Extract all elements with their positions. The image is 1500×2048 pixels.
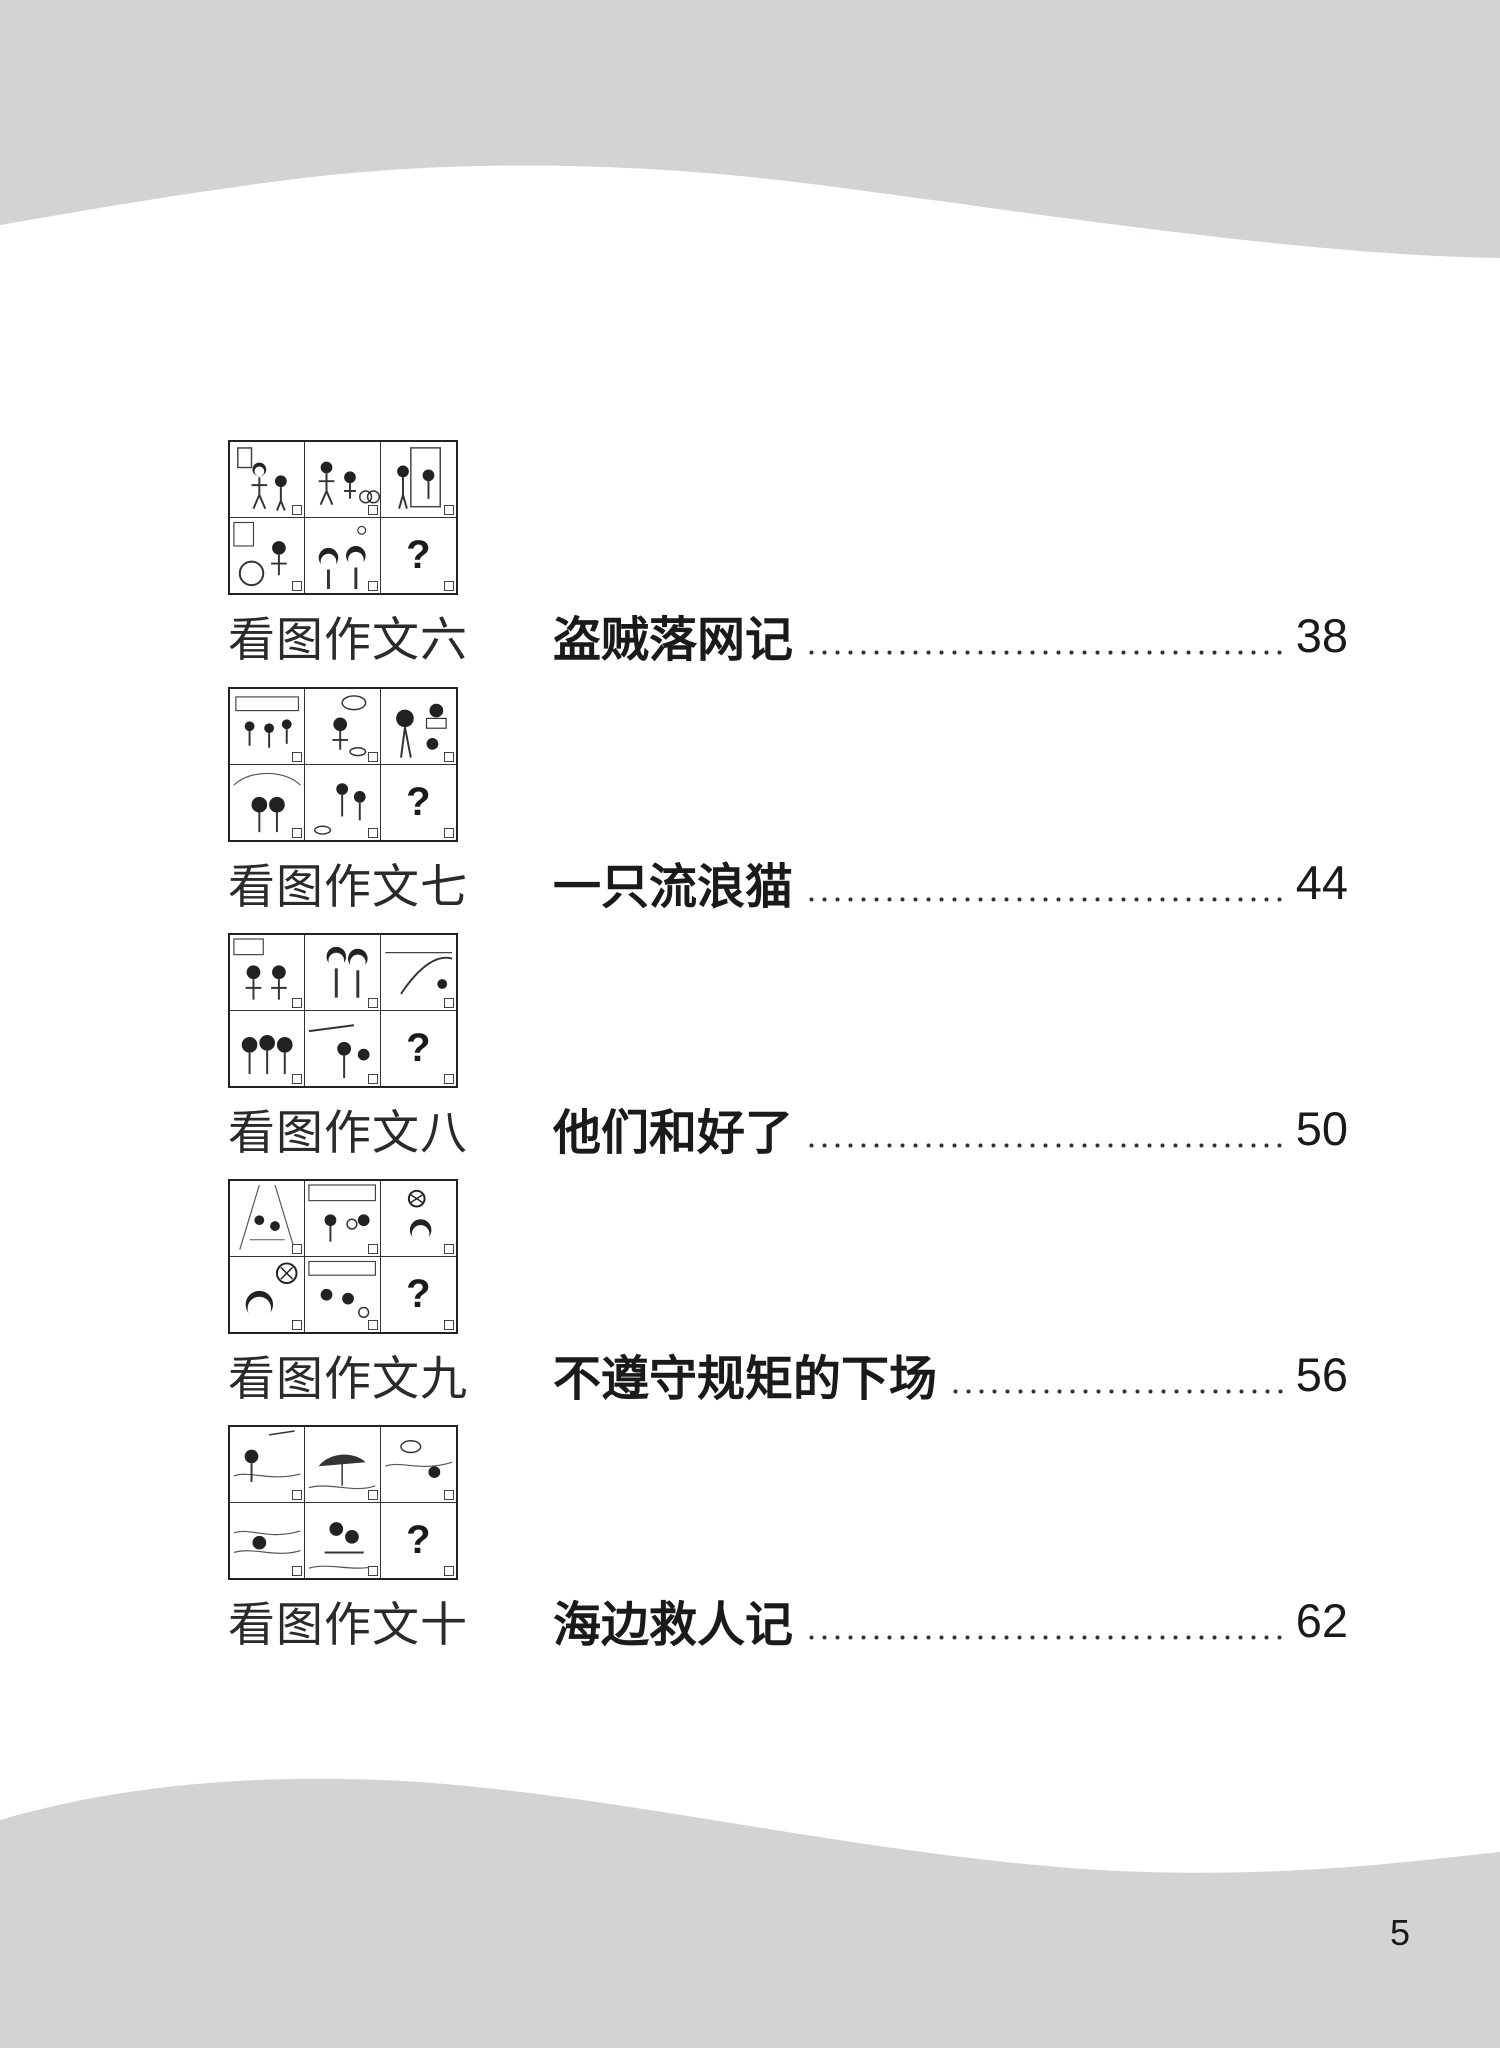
dot-leader bbox=[949, 1339, 1288, 1409]
question-panel: ? bbox=[380, 764, 456, 840]
page-number: 5 bbox=[1390, 1912, 1411, 1953]
question-mark: ? bbox=[406, 779, 431, 824]
comic-panel bbox=[305, 517, 381, 593]
toc-entry[interactable]: ? 看图作文十 海边救人记 62 bbox=[0, 1425, 1500, 1665]
entry-title[interactable]: 他们和好了 bbox=[553, 1105, 794, 1161]
question-mark: ? bbox=[406, 1517, 431, 1562]
comic-panel bbox=[305, 442, 381, 518]
question-mark: ? bbox=[406, 1025, 431, 1070]
dot-leader bbox=[805, 1093, 1288, 1163]
entry-page-number[interactable]: 50 bbox=[1295, 1101, 1348, 1155]
entry-label: 看图作文十 bbox=[228, 1597, 468, 1653]
toc-row: 看图作文十 海边救人记 62 bbox=[228, 1585, 1348, 1655]
comic-panel bbox=[380, 1181, 456, 1257]
comic-panel bbox=[305, 1256, 381, 1332]
dot-leader bbox=[805, 847, 1288, 917]
comic-panel bbox=[380, 935, 456, 1011]
comic-panel bbox=[230, 442, 306, 518]
comic-panel bbox=[230, 1256, 306, 1332]
comic-panel bbox=[305, 1010, 381, 1086]
comic-panel bbox=[230, 764, 306, 840]
entry-label: 看图作文九 bbox=[228, 1351, 468, 1407]
entry-title[interactable]: 不遵守规矩的下场 bbox=[553, 1351, 938, 1407]
entry-label: 看图作文六 bbox=[228, 612, 468, 668]
entry-title[interactable]: 海边救人记 bbox=[553, 1597, 794, 1653]
toc-row: 看图作文九 不遵守规矩的下场 56 bbox=[228, 1339, 1348, 1409]
comic-panel bbox=[380, 1427, 456, 1503]
comic-thumbnail: ? bbox=[228, 440, 458, 595]
entry-title[interactable]: 盗贼落网记 bbox=[553, 612, 794, 668]
comic-panel bbox=[305, 689, 381, 765]
comic-panel bbox=[305, 764, 381, 840]
comic-panel bbox=[380, 689, 456, 765]
entry-label: 看图作文七 bbox=[228, 859, 468, 915]
dot-leader bbox=[805, 600, 1288, 670]
entry-title[interactable]: 一只流浪猫 bbox=[553, 859, 794, 915]
question-mark: ? bbox=[406, 532, 431, 577]
comic-panel bbox=[230, 1427, 306, 1503]
comic-panel bbox=[230, 1010, 306, 1086]
comic-panel bbox=[230, 689, 306, 765]
toc-entry[interactable]: ? 看图作文七 一只流浪猫 44 bbox=[0, 687, 1500, 927]
comic-panel bbox=[230, 935, 306, 1011]
comic-panel bbox=[230, 517, 306, 593]
top-wave-band bbox=[0, 0, 1500, 258]
entry-page-number[interactable]: 56 bbox=[1295, 1347, 1348, 1401]
comic-panel bbox=[305, 1181, 381, 1257]
toc-row: 看图作文七 一只流浪猫 44 bbox=[228, 847, 1348, 917]
comic-panel bbox=[305, 935, 381, 1011]
entry-page-number[interactable]: 62 bbox=[1295, 1593, 1348, 1647]
entry-label: 看图作文八 bbox=[228, 1105, 468, 1161]
comic-thumbnail: ? bbox=[228, 1425, 458, 1580]
dot-leader bbox=[805, 1585, 1288, 1655]
toc-entry[interactable]: ? 看图作文六 盗贼落网记 38 bbox=[0, 440, 1500, 680]
bottom-wave-band bbox=[0, 1778, 1500, 2048]
toc-entry[interactable]: ? 看图作文九 不遵守规矩的下场 56 bbox=[0, 1179, 1500, 1419]
question-mark: ? bbox=[406, 1271, 431, 1316]
question-panel: ? bbox=[380, 517, 456, 593]
toc-row: 看图作文八 他们和好了 50 bbox=[228, 1093, 1348, 1163]
toc-row: 看图作文六 盗贼落网记 38 bbox=[228, 600, 1348, 670]
comic-thumbnail: ? bbox=[228, 687, 458, 842]
entry-page-number[interactable]: 44 bbox=[1295, 855, 1348, 909]
toc-entry[interactable]: ? 看图作文八 他们和好了 50 bbox=[0, 933, 1500, 1173]
comic-thumbnail: ? bbox=[228, 1179, 458, 1334]
question-panel: ? bbox=[380, 1502, 456, 1578]
question-panel: ? bbox=[380, 1010, 456, 1086]
comic-panel bbox=[230, 1181, 306, 1257]
question-panel: ? bbox=[380, 1256, 456, 1332]
comic-panel bbox=[380, 442, 456, 518]
comic-panel bbox=[305, 1427, 381, 1503]
entry-page-number[interactable]: 38 bbox=[1295, 608, 1348, 662]
comic-thumbnail: ? bbox=[228, 933, 458, 1088]
comic-panel bbox=[230, 1502, 306, 1578]
comic-panel bbox=[305, 1502, 381, 1578]
